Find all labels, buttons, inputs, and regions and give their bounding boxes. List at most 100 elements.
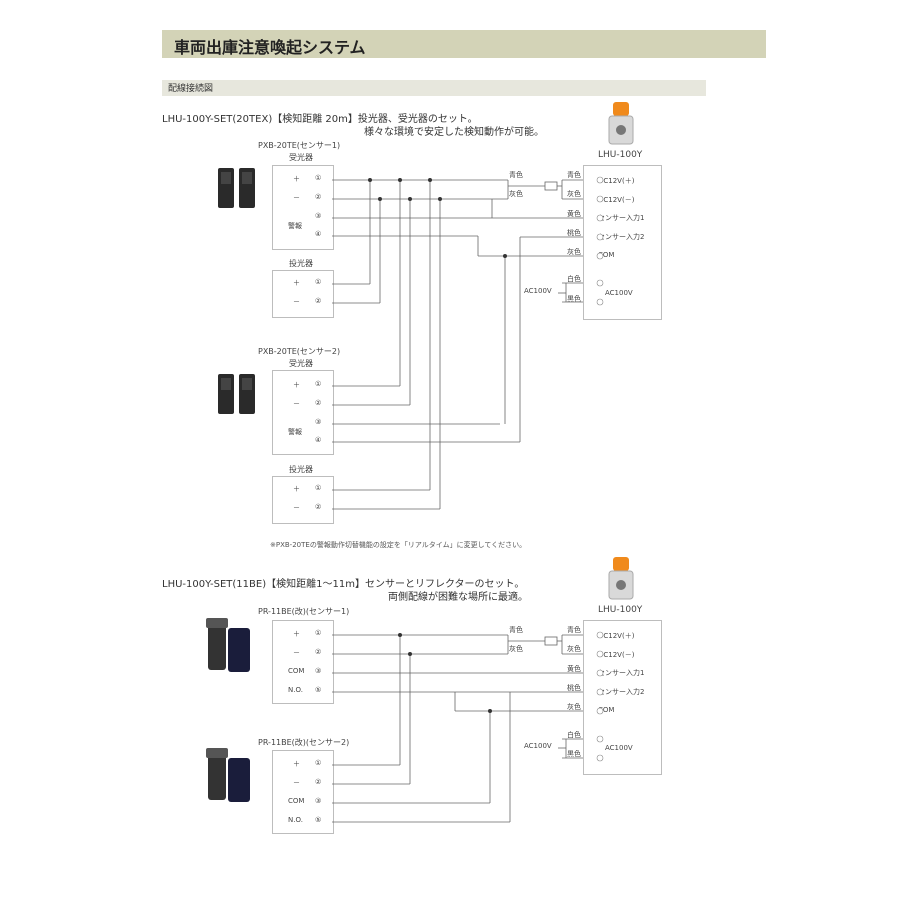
wire-color-yellow: 黄色 — [567, 665, 581, 673]
unit-terminal-in1: センサー入力1 — [598, 214, 645, 222]
set1-s1-receiver-label: 受光器 — [289, 153, 313, 162]
warning-lamp-image — [606, 102, 636, 150]
terminal-2: ② — [315, 193, 322, 201]
wire-color-blue: 青色 — [567, 171, 581, 179]
set1-s2-projector-box — [272, 476, 334, 524]
set1-s1-projector-box — [272, 270, 334, 318]
com-label: COM — [288, 667, 305, 675]
pr11be-sensor-image — [206, 748, 262, 808]
set1-subheading: 様々な環境で安定した検知動作が可能。 — [364, 127, 544, 138]
set1-note: ※PXB-20TEの警報動作切替機能の設定を「リアルタイム」に変更してください。 — [270, 541, 527, 549]
set2-s2-sensor-box — [272, 750, 334, 834]
wire-color-peach: 桃色 — [567, 229, 581, 237]
set1-s1-projector-label: 投光器 — [289, 259, 313, 268]
set1-sensor1-title: PXB-20TE(センサー1) — [258, 141, 341, 150]
set2-sensor1-title: PR-11BE(改)(センサー1) — [258, 607, 350, 616]
minus-label: － — [293, 298, 300, 306]
terminal-1: ① — [315, 629, 322, 637]
wire-color-white: 白色 — [567, 275, 581, 283]
unit-terminal-dc-plus: DC12V(＋) — [598, 632, 635, 640]
unit-terminal-com: COM — [598, 706, 615, 714]
minus-label: － — [293, 400, 300, 408]
terminal-5: ⑤ — [315, 816, 322, 824]
terminal-5: ⑤ — [315, 686, 322, 694]
plus-label: ＋ — [293, 630, 300, 638]
set2-heading: LHU-100Y-SET(11BE)【検知距離1～11m】センサーとリフレクター… — [162, 579, 525, 590]
no-label: N.O. — [288, 816, 303, 824]
terminal-1: ① — [315, 759, 322, 767]
terminal-1: ① — [315, 380, 322, 388]
page-title-bar: 車両出庫注意喚起システム — [162, 30, 766, 58]
minus-label: － — [293, 504, 300, 512]
set2-s1-sensor-box — [272, 620, 334, 704]
warning-lamp-image — [606, 557, 636, 605]
pr11be-sensor-image — [206, 618, 262, 678]
wire-color-white: 白色 — [567, 731, 581, 739]
section-bar: 配線接続図 — [162, 80, 706, 96]
pxb-sensor-image — [218, 166, 258, 214]
wire-color-gray: 灰色 — [509, 645, 523, 653]
wire-color-blue: 青色 — [567, 626, 581, 634]
terminal-3: ③ — [315, 667, 322, 675]
wire-color-yellow: 黄色 — [567, 210, 581, 218]
unit-terminal-in1: センサー入力1 — [598, 669, 645, 677]
terminal-3: ③ — [315, 797, 322, 805]
terminal-2: ② — [315, 648, 322, 656]
set1-sensor2-title: PXB-20TE(センサー2) — [258, 347, 341, 356]
set1-heading: LHU-100Y-SET(20TEX)【検知距離 20m】投光器、受光器のセット… — [162, 114, 478, 125]
minus-label: － — [293, 194, 300, 202]
unit-terminal-dc-minus: DC12V(－) — [598, 196, 635, 204]
plus-label: ＋ — [293, 279, 300, 287]
wire-color-black: 黒色 — [567, 295, 581, 303]
page-title: 車両出庫注意喚起システム — [174, 38, 366, 57]
unit2-name: LHU-100Y — [598, 605, 643, 615]
wire-color-blue: 青色 — [509, 626, 523, 634]
wire-color-gray: 灰色 — [509, 190, 523, 198]
set1-s2-receiver-box — [272, 370, 334, 455]
minus-label: － — [293, 649, 300, 657]
wire-color-blue: 青色 — [509, 171, 523, 179]
terminal-3: ③ — [315, 212, 322, 220]
terminal-2: ② — [315, 778, 322, 786]
terminal-3: ③ — [315, 418, 322, 426]
terminal-4: ④ — [315, 230, 322, 238]
unit-terminal-in2: センサー入力2 — [598, 233, 645, 241]
unit1-name: LHU-100Y — [598, 150, 643, 160]
unit-terminal-ac: AC100V — [605, 289, 633, 297]
unit-terminal-dc-plus: DC12V(＋) — [598, 177, 635, 185]
ac-label: AC100V — [524, 742, 552, 750]
set2-subheading: 両側配線が困難な場所に最適。 — [388, 592, 528, 603]
unit-terminal-com: COM — [598, 251, 615, 259]
terminal-2: ② — [315, 399, 322, 407]
wire-color-gray: 灰色 — [567, 645, 581, 653]
set1-s2-projector-label: 投光器 — [289, 465, 313, 474]
plus-label: ＋ — [293, 760, 300, 768]
wire-color-peach: 桃色 — [567, 684, 581, 692]
set1-s2-receiver-label: 受光器 — [289, 359, 313, 368]
pxb-sensor-image — [218, 372, 258, 420]
no-label: N.O. — [288, 686, 303, 694]
unit-terminal-ac: AC100V — [605, 744, 633, 752]
com-label: COM — [288, 797, 305, 805]
terminal-4: ④ — [315, 436, 322, 444]
wire-color-gray: 灰色 — [567, 703, 581, 711]
terminal-1: ① — [315, 278, 322, 286]
section-title: 配線接続図 — [168, 84, 214, 94]
wire-color-gray: 灰色 — [567, 248, 581, 256]
minus-label: － — [293, 779, 300, 787]
alarm-label: 警報 — [288, 428, 302, 436]
terminal-1: ① — [315, 484, 322, 492]
terminal-1: ① — [315, 174, 322, 182]
plus-label: ＋ — [293, 381, 300, 389]
set2-sensor2-title: PR-11BE(改)(センサー2) — [258, 738, 350, 747]
unit-terminal-dc-minus: DC12V(－) — [598, 651, 635, 659]
ac-label: AC100V — [524, 287, 552, 295]
unit1-box — [583, 165, 662, 320]
plus-label: ＋ — [293, 175, 300, 183]
unit2-box — [583, 620, 662, 775]
terminal-2: ② — [315, 503, 322, 511]
set1-s1-receiver-box — [272, 165, 334, 250]
plus-label: ＋ — [293, 485, 300, 493]
alarm-label: 警報 — [288, 222, 302, 230]
